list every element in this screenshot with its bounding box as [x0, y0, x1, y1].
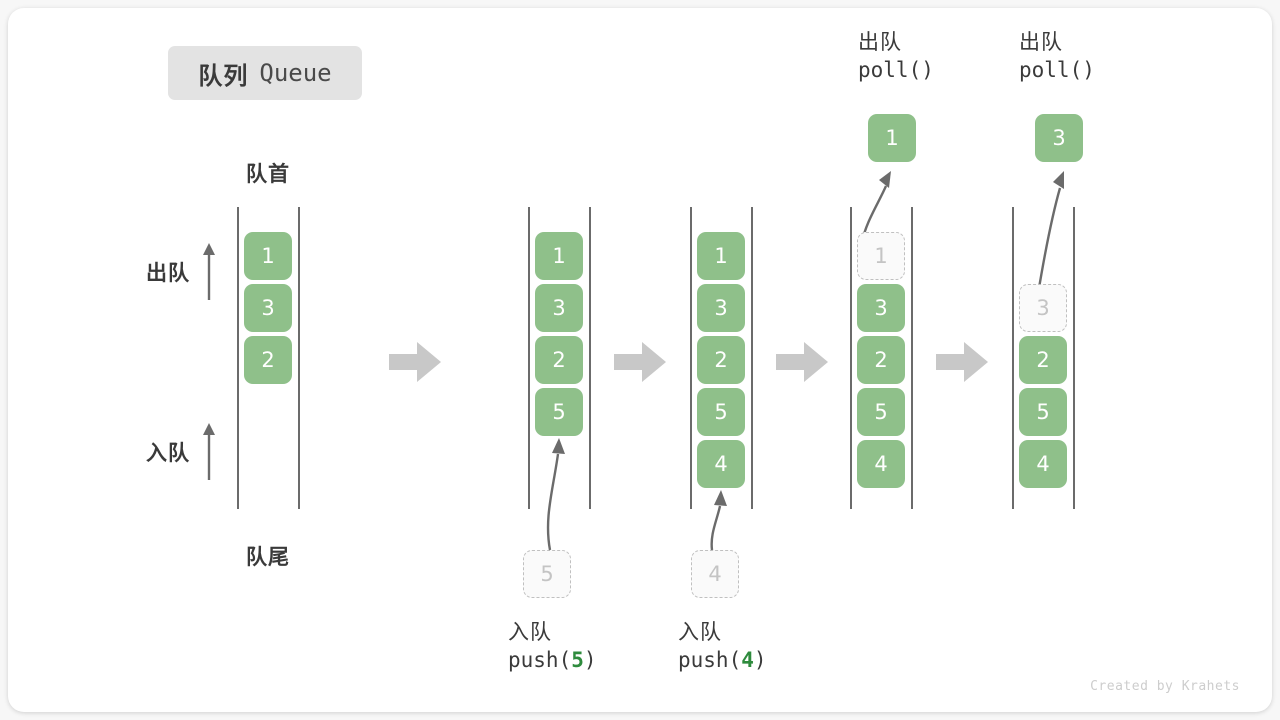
queue-cell: 2: [535, 336, 583, 384]
queue-cell: 2: [1019, 336, 1067, 384]
rail-left-stage-5: [1012, 207, 1014, 509]
vacated-ghost-cell: 3: [1019, 284, 1067, 332]
caption-fn: push(: [678, 647, 742, 672]
rail-left-stage-1: [237, 207, 239, 509]
step-arrow-icon: [776, 342, 828, 382]
incoming-ghost-cell: 5: [523, 550, 571, 598]
queue-cell: 1: [697, 232, 745, 280]
rail-right-stage-2: [589, 207, 591, 509]
outgoing-cell: 3: [1035, 114, 1083, 162]
queue-cell-new: 4: [697, 440, 745, 488]
poll-arrow-icon: [1036, 171, 1064, 295]
outgoing-cell: 1: [868, 114, 916, 162]
queue-cell: 3: [244, 284, 292, 332]
title-en: Queue: [259, 59, 332, 87]
dequeue-direction-label: 出队: [146, 242, 216, 302]
queue-cell: 4: [1019, 440, 1067, 488]
caption-arg: 4: [741, 647, 754, 672]
queue-head-label: 队首: [246, 163, 290, 186]
rail-right-stage-1: [298, 207, 300, 509]
caption-fn-close: ): [583, 647, 597, 672]
title-badge: 队列 Queue: [168, 46, 362, 100]
caption-arg: 5: [571, 647, 584, 672]
caption-cn: 出队: [1019, 31, 1063, 54]
rail-right-stage-3: [751, 207, 753, 509]
dequeue-label-text: 出队: [146, 262, 190, 285]
push-arrow-icon: [710, 490, 727, 551]
caption-code: poll(): [858, 57, 934, 82]
rail-left-stage-3: [690, 207, 692, 509]
queue-cell: 2: [697, 336, 745, 384]
credit-text: Created by Krahets: [1090, 679, 1240, 694]
caption-fn: push(: [508, 647, 572, 672]
enqueue-direction-label: 入队: [146, 422, 216, 482]
queue-cell: 4: [857, 440, 905, 488]
enqueue-up-arrow-icon: [203, 423, 215, 480]
vacated-ghost-cell: 1: [857, 232, 905, 280]
caption-cn: 入队: [508, 621, 552, 644]
caption-code: push(5): [508, 647, 738, 674]
dequeue-up-arrow-icon: [203, 243, 215, 300]
rail-right-stage-4: [911, 207, 913, 509]
step-arrow-icon: [614, 342, 666, 382]
queue-cell: 3: [857, 284, 905, 332]
queue-cell: 2: [244, 336, 292, 384]
rail-left-stage-4: [850, 207, 852, 509]
queue-cell: 3: [535, 284, 583, 332]
rail-left-stage-2: [528, 207, 530, 509]
caption-code: push(4): [678, 647, 908, 674]
push-5-caption: 入队 push(5): [508, 620, 738, 674]
poll-1-caption: 出队 poll(): [858, 30, 1088, 84]
caption-fn-close: ): [753, 647, 767, 672]
rail-right-stage-5: [1073, 207, 1075, 509]
title-cn: 队列: [198, 62, 249, 90]
queue-cell: 5: [697, 388, 745, 436]
queue-cell-new: 5: [535, 388, 583, 436]
incoming-ghost-cell: 4: [691, 550, 739, 598]
queue-cell: 5: [1019, 388, 1067, 436]
queue-cell: 5: [857, 388, 905, 436]
push-4-caption: 入队 push(4): [678, 620, 908, 674]
caption-cn: 出队: [858, 31, 902, 54]
step-arrow-icon: [389, 342, 441, 382]
step-arrow-icon: [936, 342, 988, 382]
push-arrow-icon: [546, 438, 565, 551]
poll-3-caption: 出队 poll(): [1019, 30, 1249, 84]
queue-cell: 1: [244, 232, 292, 280]
queue-cell: 1: [535, 232, 583, 280]
caption-code: poll(): [1019, 57, 1095, 82]
queue-cell: 3: [697, 284, 745, 332]
enqueue-label-text: 入队: [146, 442, 190, 465]
queue-tail-label: 队尾: [246, 546, 290, 569]
caption-cn: 入队: [678, 621, 722, 644]
queue-cell: 2: [857, 336, 905, 384]
